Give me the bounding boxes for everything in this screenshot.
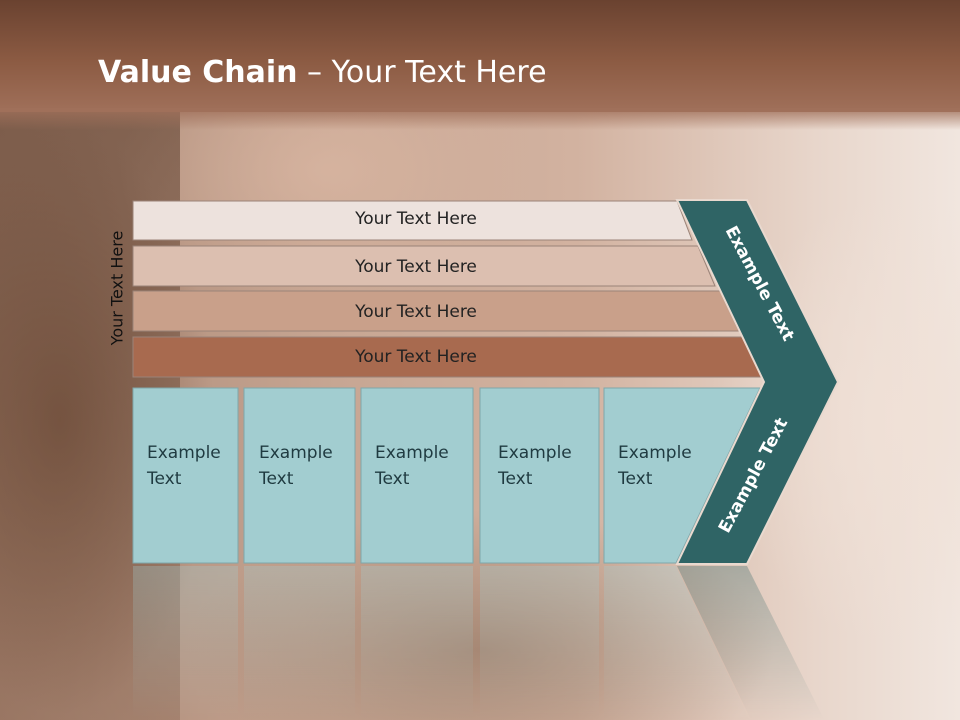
box-label-3-line1: Example (375, 443, 449, 463)
box-label-2-line2: Text (259, 469, 294, 489)
row-label-3: Your Text Here (355, 302, 477, 322)
slide-title: Value Chain – Your Text Here (98, 55, 547, 90)
row-label-1: Your Text Here (355, 209, 477, 229)
box-label-3-line2: Text (375, 469, 410, 489)
box-label-5-line1: Example (618, 443, 692, 463)
box-label-1-line2: Text (147, 469, 182, 489)
box-shape-4 (479, 387, 600, 564)
box-label-5-line2: Text (618, 469, 653, 489)
box-shape-1 (132, 387, 239, 564)
title-bar (0, 0, 960, 112)
row-label-2: Your Text Here (355, 257, 477, 277)
row-label-4: Your Text Here (355, 347, 477, 367)
box-shape-2 (243, 387, 356, 564)
chevron-arrow (675, 199, 840, 565)
box-label-2-line1: Example (259, 443, 333, 463)
box-label-4-line2: Text (498, 469, 533, 489)
box-shape-3 (360, 387, 474, 564)
row-shape-1 (132, 200, 693, 241)
slide-title-bold: Value Chain (98, 55, 298, 90)
title-bar-fade (0, 108, 960, 130)
box-label-1-line1: Example (147, 443, 221, 463)
box-shape-5 (603, 387, 761, 564)
slide-title-rest: – Your Text Here (297, 55, 547, 90)
row-shape-2 (132, 245, 716, 287)
box-label-4-line1: Example (498, 443, 572, 463)
